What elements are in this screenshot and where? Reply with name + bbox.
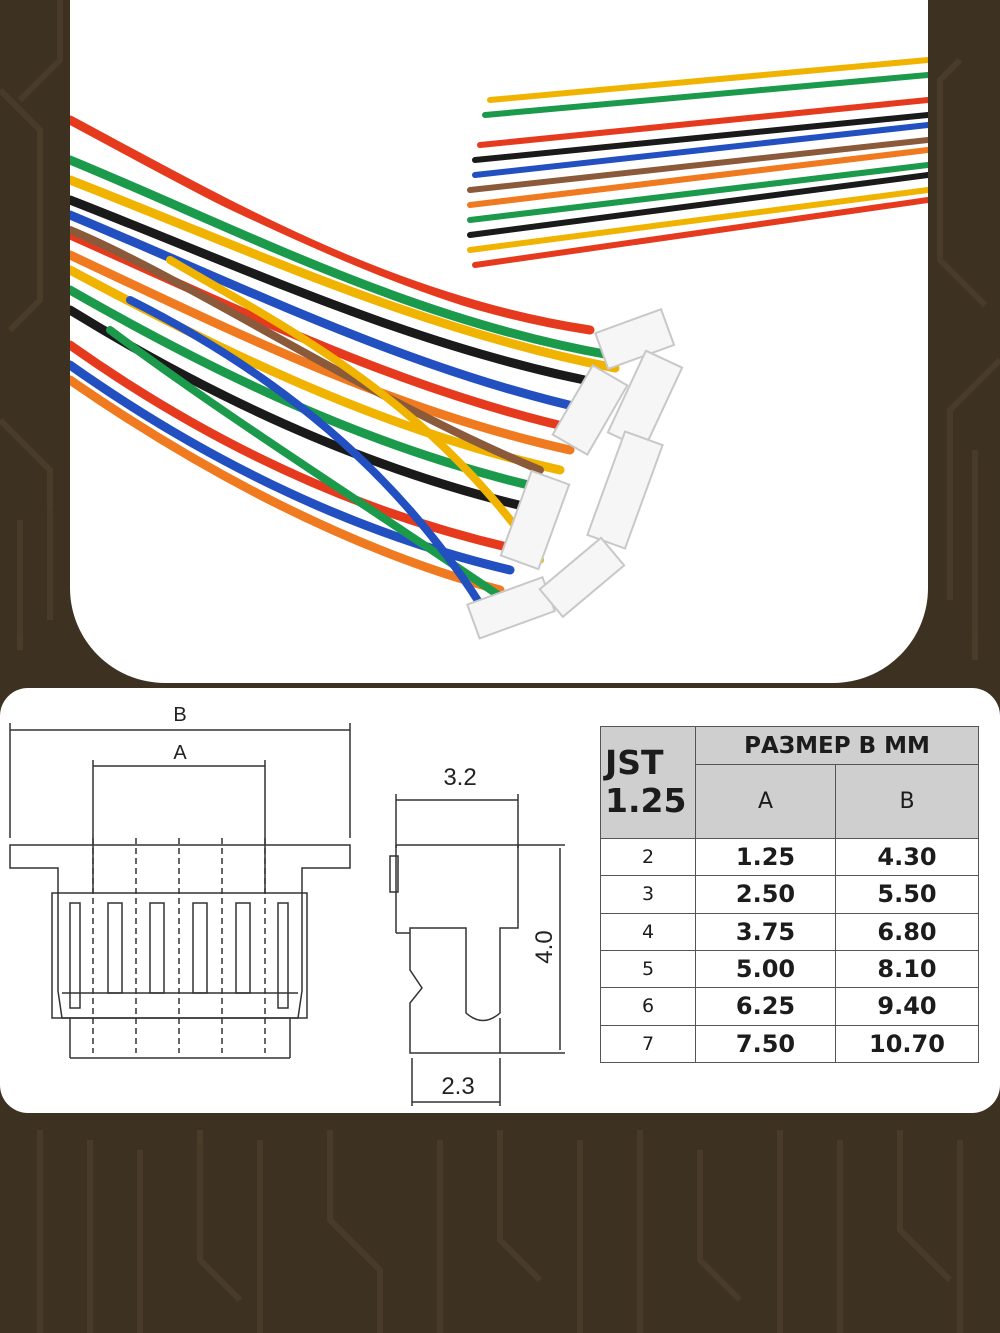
connector-technical-drawing: [9, 723, 565, 1106]
size-header: РАЗМЕР В ММ: [695, 725, 979, 766]
dimension-height-label: 4.0: [531, 930, 558, 964]
dimension-b-label: B: [173, 704, 187, 726]
brand-cell: JST 1.25: [600, 726, 696, 839]
value-b: 8.10: [835, 949, 979, 989]
value-b: 4.30: [835, 837, 979, 877]
pin-count: 3: [600, 875, 696, 914]
pin-count: 2: [600, 837, 696, 877]
table-row: 2 1.25 4.30: [600, 837, 979, 877]
size-table: JST 1.25 РАЗМЕР В ММ A B 2 1.25 4.30 3 2…: [600, 725, 979, 1064]
pin-count: 6: [600, 987, 696, 1026]
column-b-header: B: [835, 764, 979, 839]
dimension-a-label: A: [173, 742, 187, 764]
pin-count: 7: [600, 1024, 696, 1064]
wire-harness-illustration: [70, 57, 928, 640]
value-a: 7.50: [695, 1024, 836, 1064]
pin-count: 5: [600, 949, 696, 989]
value-a: 3.75: [695, 912, 836, 951]
product-photo: [70, 0, 928, 683]
value-b: 9.40: [835, 987, 979, 1026]
column-a-header: A: [695, 764, 836, 839]
dimension-width-bottom-label: 2.3: [441, 1073, 475, 1100]
table-row: 5 5.00 8.10: [600, 949, 979, 989]
table-row: 3 2.50 5.50: [600, 875, 979, 914]
value-b: 10.70: [835, 1024, 979, 1064]
pin-count: 4: [600, 912, 696, 951]
table-row: 7 7.50 10.70: [600, 1024, 979, 1064]
spec-panel: B A 3.2 4.0 2.3 JST 1.25 РАЗМЕР В ММ A B…: [0, 688, 1000, 1113]
value-b: 5.50: [835, 875, 979, 914]
value-a: 5.00: [695, 949, 836, 989]
value-a: 2.50: [695, 875, 836, 914]
table-row: 6 6.25 9.40: [600, 987, 979, 1026]
value-a: 6.25: [695, 987, 836, 1026]
value-a: 1.25: [695, 837, 836, 877]
brand-line-1: JST: [605, 743, 664, 783]
dimension-width-top-label: 3.2: [443, 764, 477, 791]
brand-line-2: 1.25: [605, 781, 687, 821]
value-b: 6.80: [835, 912, 979, 951]
table-row: 4 3.75 6.80: [600, 912, 979, 951]
